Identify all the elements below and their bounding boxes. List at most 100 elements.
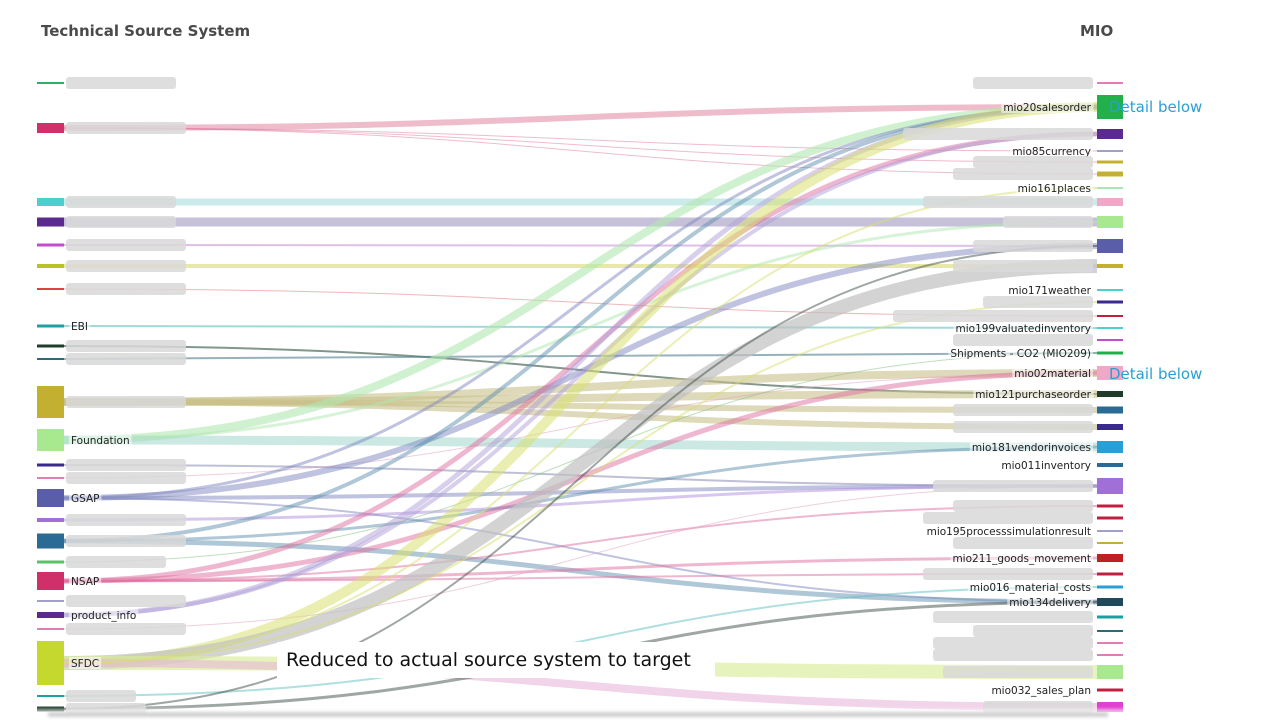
- label-backing: [999, 459, 1093, 471]
- sankey-link: [63, 245, 1098, 710]
- target-node[interactable]: [1097, 441, 1123, 453]
- redacted-label: [933, 649, 1093, 661]
- source-node[interactable]: [37, 198, 64, 206]
- redacted-label: [66, 239, 186, 251]
- target-node[interactable]: [1097, 391, 1123, 397]
- source-node-label: EBI: [71, 321, 88, 333]
- target-node[interactable]: [1097, 171, 1123, 177]
- source-node[interactable]: [37, 477, 64, 479]
- target-node[interactable]: [1097, 315, 1123, 317]
- redacted-label: [66, 535, 186, 547]
- target-node[interactable]: [1097, 289, 1123, 291]
- target-node[interactable]: [1097, 630, 1123, 632]
- target-node[interactable]: [1097, 598, 1123, 606]
- target-node[interactable]: [1097, 463, 1123, 467]
- target-node[interactable]: [1097, 530, 1123, 532]
- target-node[interactable]: [1097, 198, 1123, 206]
- label-backing: [948, 347, 1093, 359]
- sankey-links: [63, 102, 1098, 711]
- annotation-callout: Reduced to actual source system to targe…: [277, 642, 715, 678]
- redacted-label: [66, 260, 186, 272]
- source-node[interactable]: [37, 489, 64, 507]
- redacted-label: [953, 421, 1093, 433]
- source-node[interactable]: [37, 386, 64, 418]
- source-node[interactable]: [37, 264, 64, 268]
- target-node[interactable]: [1097, 642, 1123, 644]
- sankey-link: [63, 127, 1098, 152]
- label-backing: [1001, 101, 1094, 113]
- target-node[interactable]: [1097, 82, 1123, 84]
- source-node[interactable]: [37, 344, 64, 348]
- source-node[interactable]: [37, 288, 64, 290]
- blurred-footnote: [0, 709, 1280, 720]
- source-node[interactable]: [37, 695, 64, 697]
- target-node[interactable]: [1097, 239, 1123, 253]
- target-node[interactable]: [1097, 615, 1123, 619]
- label-backing: [69, 609, 139, 621]
- target-node[interactable]: [1097, 688, 1123, 692]
- label-backing: [973, 388, 1094, 400]
- sankey-link: [63, 220, 1098, 442]
- target-node[interactable]: [1097, 585, 1123, 589]
- target-node[interactable]: [1097, 216, 1123, 228]
- sankey-link: [63, 505, 1098, 582]
- target-node-label: mio211_goods_movement: [952, 553, 1091, 565]
- target-node[interactable]: [1097, 327, 1123, 329]
- target-node[interactable]: [1097, 150, 1123, 152]
- target-node[interactable]: [1097, 665, 1123, 679]
- source-node[interactable]: [37, 560, 64, 564]
- source-node[interactable]: [37, 358, 64, 360]
- target-node[interactable]: [1097, 187, 1123, 189]
- label-backing: [969, 441, 1093, 453]
- source-node[interactable]: [37, 463, 64, 467]
- source-node[interactable]: [37, 243, 64, 247]
- source-node[interactable]: [37, 518, 64, 522]
- redacted-label: [943, 666, 1093, 678]
- target-node[interactable]: [1097, 504, 1123, 508]
- target-node-label: Shipments - CO2 (MIO209): [950, 348, 1091, 360]
- target-node[interactable]: [1097, 542, 1123, 544]
- target-node[interactable]: [1097, 572, 1123, 576]
- source-node[interactable]: [37, 123, 64, 133]
- detail-below-link-salesorder[interactable]: Detail below: [1109, 98, 1203, 116]
- target-node[interactable]: [1097, 406, 1123, 414]
- source-node[interactable]: [37, 324, 64, 328]
- target-node[interactable]: [1097, 478, 1123, 494]
- source-node[interactable]: [37, 612, 64, 618]
- label-backing: [950, 552, 1093, 564]
- source-column-header: Technical Source System: [41, 22, 251, 40]
- target-node[interactable]: [1097, 160, 1123, 164]
- detail-below-link-material[interactable]: Detail below: [1109, 365, 1203, 383]
- target-node-label: mio02material: [1014, 368, 1091, 380]
- source-node[interactable]: [37, 217, 64, 227]
- target-node[interactable]: [1097, 702, 1123, 712]
- source-node[interactable]: [37, 600, 64, 602]
- source-node[interactable]: [37, 429, 64, 451]
- target-node[interactable]: [1097, 300, 1123, 304]
- source-node[interactable]: [37, 533, 64, 549]
- target-node[interactable]: [1097, 554, 1123, 562]
- redacted-label: [923, 568, 1093, 580]
- redacted-label: [953, 168, 1093, 180]
- target-node[interactable]: [1097, 129, 1123, 139]
- target-node[interactable]: [1097, 516, 1123, 520]
- sankey-link: [63, 659, 1098, 711]
- source-node[interactable]: [37, 628, 64, 630]
- source-node[interactable]: [37, 641, 64, 685]
- source-node[interactable]: [37, 82, 64, 84]
- target-node[interactable]: [1097, 264, 1123, 268]
- target-node[interactable]: [1097, 339, 1123, 341]
- target-node[interactable]: [1097, 366, 1123, 380]
- target-node[interactable]: [1097, 351, 1123, 355]
- target-node-label: mio134delivery: [1009, 597, 1091, 609]
- target-node[interactable]: [1097, 424, 1123, 430]
- redacted-label: [66, 396, 186, 408]
- label-backing: [69, 320, 90, 332]
- target-node[interactable]: [1097, 95, 1123, 119]
- source-node[interactable]: [37, 572, 64, 590]
- redacted-label: [933, 611, 1093, 623]
- target-node[interactable]: [1097, 654, 1123, 656]
- redacted-label: [66, 340, 186, 352]
- redacted-label: [66, 459, 186, 471]
